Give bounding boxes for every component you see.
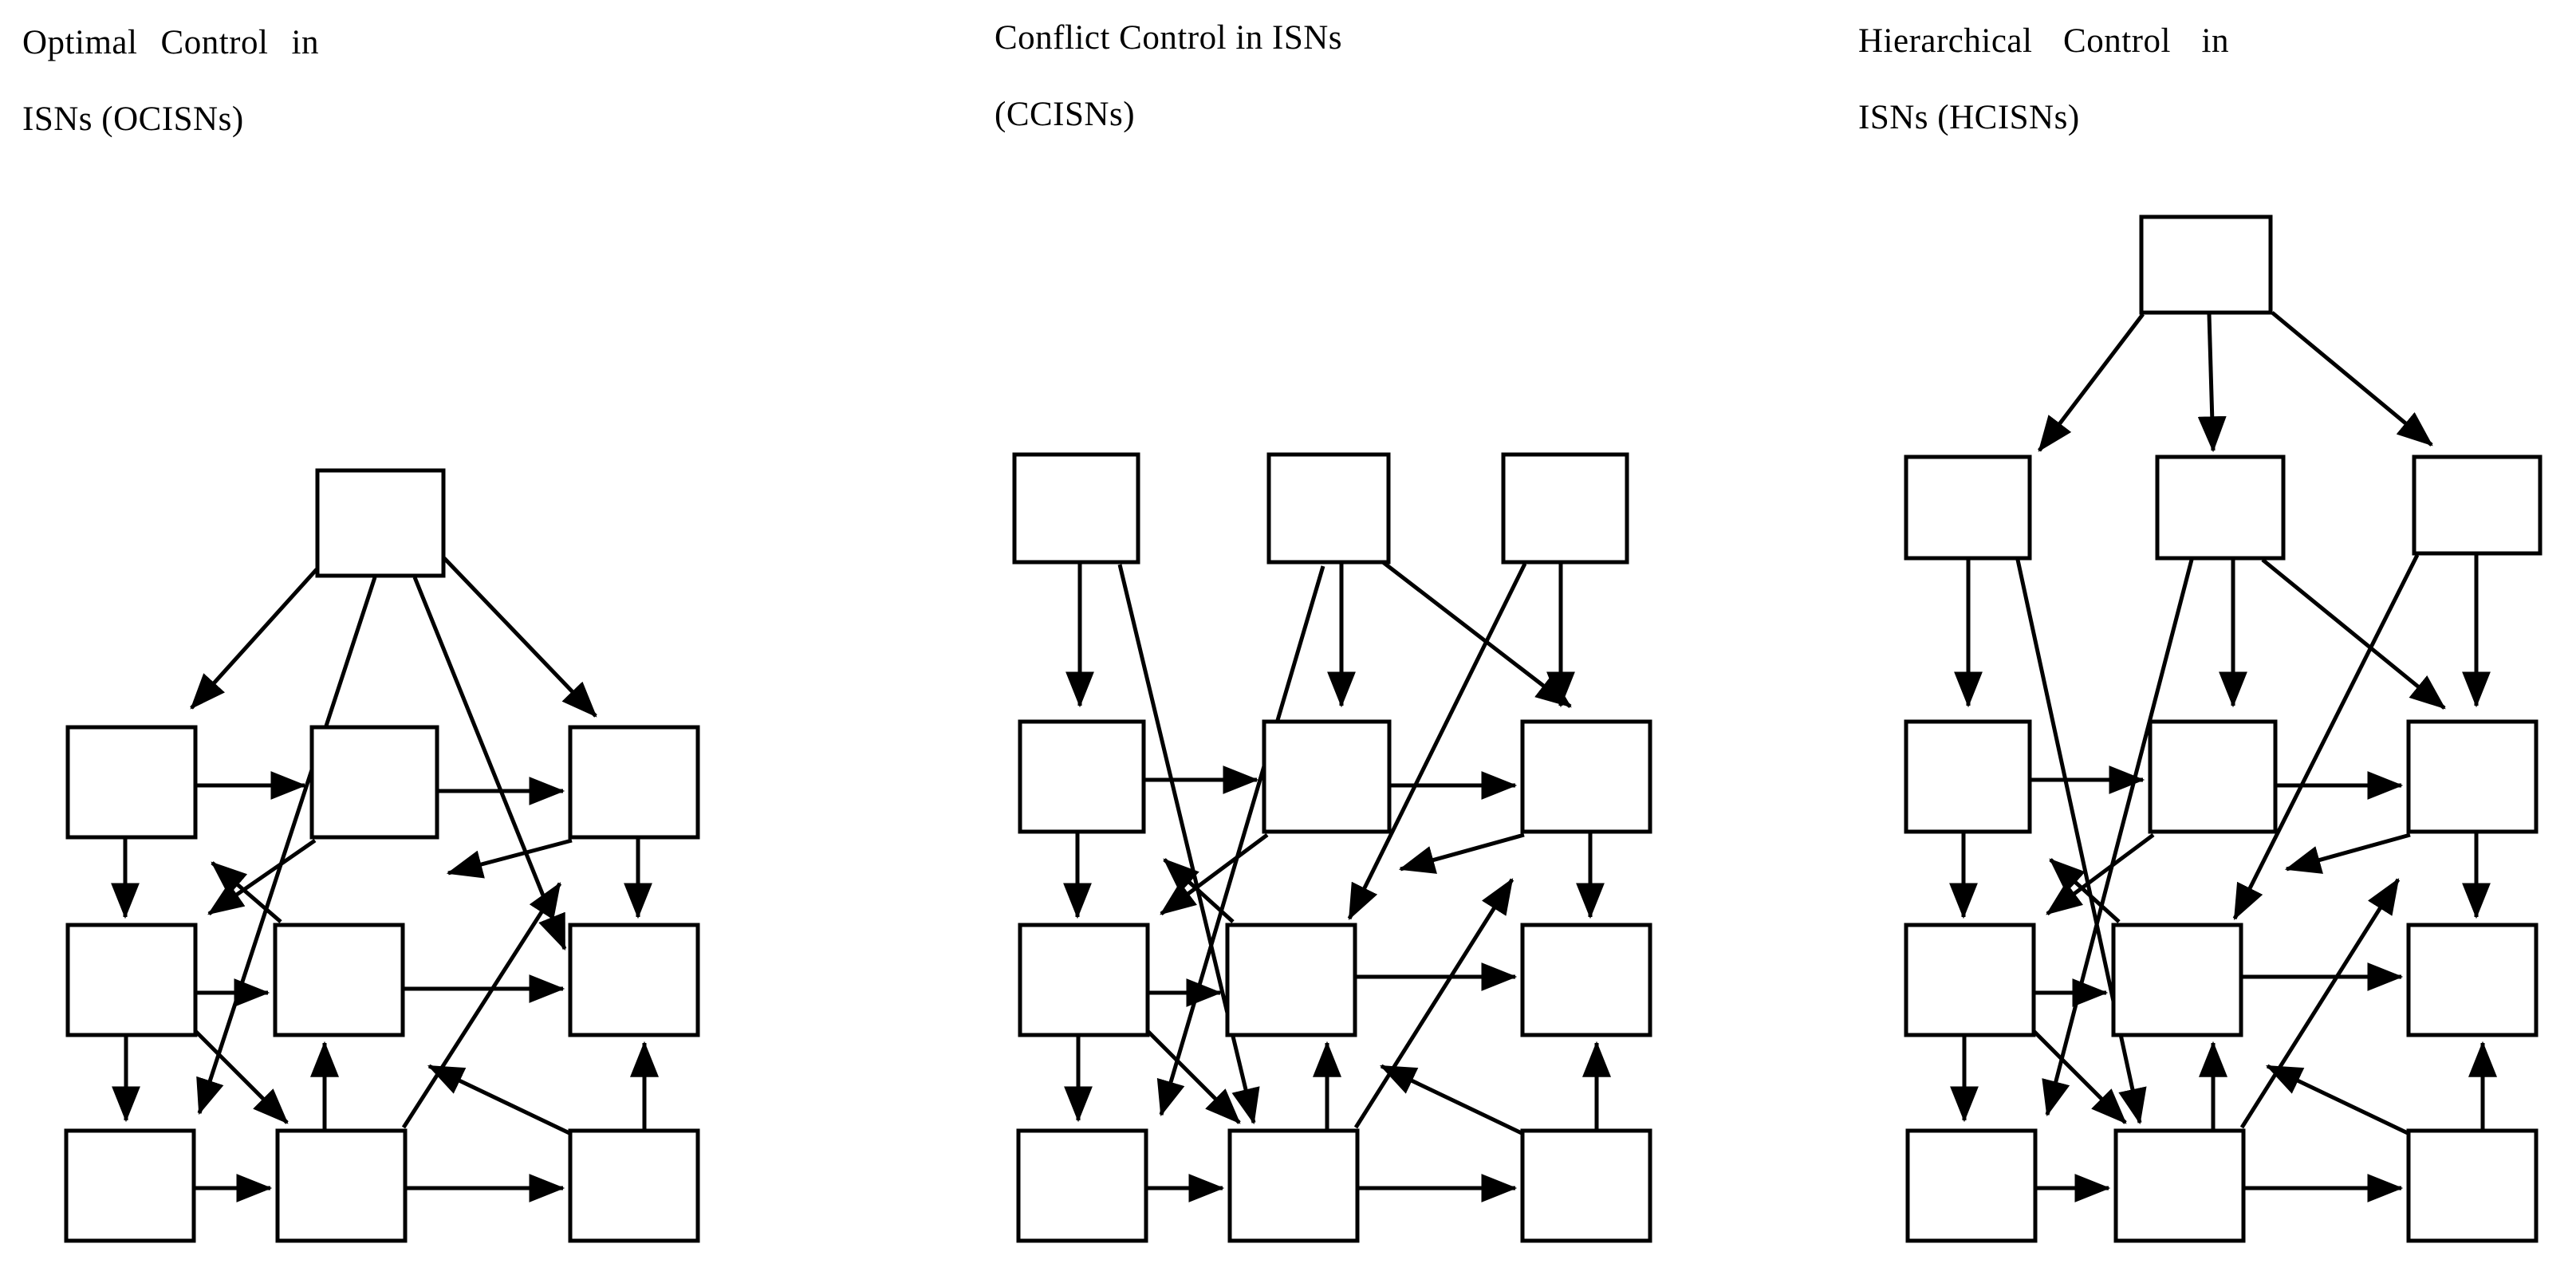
ocisns-title: Optimal Control in ISNs (OCISNs) xyxy=(22,5,319,158)
node-box-A1 xyxy=(1904,719,2032,834)
node-box-C1 xyxy=(1904,455,2032,561)
ocisns-title-line2: ISNs (OCISNs) xyxy=(22,100,244,138)
node-box-C2 xyxy=(2155,455,2286,561)
node-box-D1 xyxy=(1905,1128,2038,1243)
edge-arrow-B2-A1 xyxy=(1163,858,1235,923)
node-box-C1 xyxy=(1012,452,1140,565)
node-box-D3 xyxy=(1520,1128,1652,1243)
edge-arrow-A3-B2 xyxy=(1398,832,1525,874)
ccisns-network-canvas xyxy=(1012,452,1652,1243)
edge-arrow-T-C1 xyxy=(2038,313,2145,452)
ocisns-network-canvas xyxy=(64,468,700,1243)
edge-arrow-T-C3 xyxy=(2271,311,2433,447)
node-box-B3 xyxy=(1520,923,1652,1037)
node-box-D3 xyxy=(2406,1128,2539,1243)
edge-arrow-C2-D1 xyxy=(2042,559,2194,1117)
ccisns-title-line2: (CCISNs) xyxy=(995,96,1136,133)
node-box-C xyxy=(315,468,446,578)
hcisns-title-line1: Hierarchical Control in xyxy=(1858,3,2229,80)
edge-arrow-T-C2 xyxy=(2197,313,2227,453)
node-box-A3 xyxy=(568,725,700,840)
diagram-hcisns: Hierarchical Control in ISNs (HCISNs) xyxy=(1838,0,2576,1279)
edge-arrow-A2-B1 xyxy=(1160,832,1269,916)
node-box-D1 xyxy=(64,1128,196,1243)
edge-arrow-A3-B2 xyxy=(2284,832,2411,874)
edge-arrow-A2-B1 xyxy=(207,838,317,916)
edge-arrow-B1-D2 xyxy=(193,1029,289,1124)
edge-arrow-B2-A1 xyxy=(211,861,282,923)
edge-arrow-D3-B2 xyxy=(1379,1064,1525,1136)
ocisns-title-line1: Optimal Control in xyxy=(22,5,319,81)
ccisns-title-line1: Conflict Control in ISNs xyxy=(995,19,1343,57)
node-box-B1 xyxy=(1018,923,1150,1037)
edge-arrow-B1-D2 xyxy=(2031,1029,2127,1124)
node-box-B3 xyxy=(2406,923,2539,1037)
node-box-A3 xyxy=(1520,719,1652,834)
node-box-D2 xyxy=(2113,1128,2246,1243)
node-box-B1 xyxy=(1904,923,2036,1037)
node-box-B1 xyxy=(65,923,198,1037)
node-box-C3 xyxy=(1501,452,1629,565)
title-word: Optimal xyxy=(22,24,138,61)
edge-arrow-B1-D2 xyxy=(1145,1029,1241,1124)
node-box-A2 xyxy=(2148,719,2278,834)
diagram-ocisns: Optimal Control in ISNs (OCISNs) xyxy=(0,0,738,1279)
node-box-D2 xyxy=(1227,1128,1360,1243)
node-box-T xyxy=(2139,214,2273,315)
node-box-A2 xyxy=(1262,719,1392,834)
edge-arrow-A3-B2 xyxy=(446,838,573,879)
node-box-B2 xyxy=(1225,923,1357,1037)
title-word: Control xyxy=(160,24,269,61)
node-box-B2 xyxy=(2111,923,2243,1037)
title-word: Hierarchical xyxy=(1858,22,2033,60)
node-box-A1 xyxy=(65,725,198,840)
title-word: in xyxy=(2201,22,2229,60)
edge-arrow-C1-D2 xyxy=(2015,559,2147,1125)
node-box-D1 xyxy=(1016,1128,1148,1243)
edge-arrow-C3-B2 xyxy=(1347,562,1527,921)
node-box-C3 xyxy=(2412,455,2543,556)
edge-arrow-C3-B2 xyxy=(2232,553,2420,921)
title-word: in xyxy=(291,24,319,61)
node-box-B3 xyxy=(568,923,700,1037)
node-box-A1 xyxy=(1018,719,1146,834)
edge-arrow-C-D1 xyxy=(196,577,377,1116)
edge-arrow-C1-D2 xyxy=(1117,564,1260,1125)
hcisns-title: Hierarchical Control in ISNs (HCISNs) xyxy=(1858,3,2229,156)
ccisns-title: Conflict Control in ISNs (CCISNs) xyxy=(995,0,1361,153)
edge-arrow-C2-A3 xyxy=(2261,558,2446,710)
node-box-A2 xyxy=(309,725,439,840)
title-word: Control xyxy=(2063,22,2171,60)
node-box-D2 xyxy=(275,1128,408,1243)
edge-arrow-C-A3 xyxy=(443,557,597,718)
edge-arrow-C2-D1 xyxy=(1156,565,1325,1117)
edge-arrow-D3-B2 xyxy=(2265,1064,2411,1136)
hcisns-network-canvas xyxy=(1904,214,2543,1243)
edge-arrow-C2-A3 xyxy=(1381,561,1572,708)
edge-arrow-A2-B1 xyxy=(2046,832,2155,916)
diagram-ccisns: Conflict Control in ISNs (CCISNs) xyxy=(952,0,1690,1279)
edge-arrow-D3-B2 xyxy=(427,1064,573,1136)
node-box-C2 xyxy=(1266,452,1391,565)
edge-arrow-C-A1 xyxy=(190,568,318,710)
edge-arrow-B2-A1 xyxy=(2049,858,2121,923)
node-box-B2 xyxy=(273,923,405,1037)
hcisns-title-line2: ISNs (HCISNs) xyxy=(1858,99,2080,136)
node-box-A3 xyxy=(2406,719,2539,834)
node-box-D3 xyxy=(568,1128,700,1243)
